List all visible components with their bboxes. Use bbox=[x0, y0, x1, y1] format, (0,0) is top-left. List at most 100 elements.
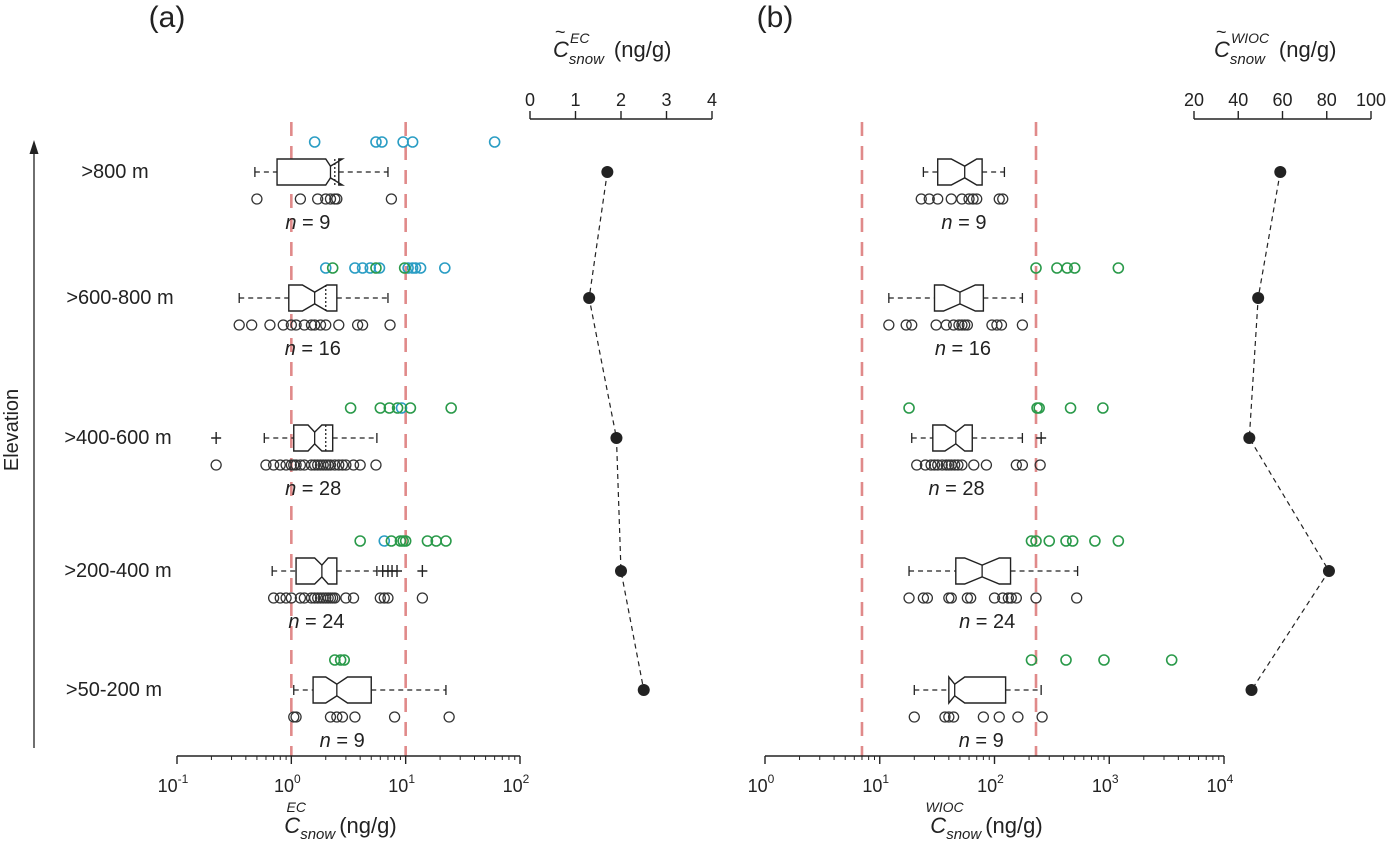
comparison-point-blue bbox=[378, 535, 391, 547]
sample-point bbox=[329, 459, 341, 471]
sample-point bbox=[267, 592, 280, 604]
comparison-point-green bbox=[391, 402, 404, 414]
sample-point bbox=[949, 459, 961, 471]
n-label-2: n = 28 bbox=[928, 478, 984, 500]
sample-point bbox=[370, 459, 382, 471]
sample-point bbox=[908, 711, 920, 723]
sample-point bbox=[968, 459, 980, 471]
sample-point bbox=[324, 711, 337, 723]
median-series-point-4 bbox=[637, 684, 650, 696]
sample-point bbox=[947, 319, 960, 331]
comparison-point-green bbox=[1066, 535, 1079, 547]
median-series-point-0 bbox=[1274, 166, 1287, 178]
sample-point bbox=[294, 459, 307, 471]
comparison-point-green bbox=[1033, 402, 1045, 414]
n-label-1: n = 16 bbox=[935, 338, 991, 360]
sample-point bbox=[977, 711, 990, 723]
elevation-axis-label: Elevation bbox=[1, 389, 23, 471]
sample-point bbox=[324, 459, 337, 471]
sample-point bbox=[305, 592, 318, 604]
category-label-1: >600-800 m bbox=[66, 287, 173, 309]
comparison-point-green bbox=[338, 654, 351, 666]
comparison-point-green bbox=[1025, 535, 1038, 547]
outlier-mark bbox=[392, 565, 403, 577]
sample-point bbox=[277, 319, 289, 331]
x-tick-label-2: 101 bbox=[388, 772, 415, 796]
sample-point bbox=[956, 459, 968, 471]
sample-point bbox=[384, 319, 396, 331]
comparison-point-green bbox=[1060, 535, 1072, 547]
comparison-point-green bbox=[903, 402, 915, 414]
comparison-point-green bbox=[326, 262, 339, 274]
sample-point bbox=[314, 319, 327, 331]
sample-point bbox=[294, 193, 307, 205]
box-group-1: >600-800 mn = 16 bbox=[66, 262, 451, 360]
comparison-point-blue bbox=[488, 136, 501, 148]
sample-point bbox=[1071, 592, 1083, 604]
comparison-point-blue bbox=[397, 136, 409, 148]
sample-point bbox=[961, 319, 974, 331]
n-label-2: n = 28 bbox=[285, 478, 341, 500]
panel-a-label: (a) bbox=[149, 1, 186, 34]
sample-point bbox=[1010, 459, 1022, 471]
sample-point bbox=[963, 193, 975, 205]
comparison-point-blue bbox=[356, 262, 369, 274]
sample-point bbox=[953, 319, 965, 331]
category-label-0: >800 m bbox=[81, 161, 148, 183]
sample-point bbox=[988, 592, 1001, 604]
comparison-point-blue bbox=[370, 136, 382, 148]
x-tick-label-3: 103 bbox=[1092, 772, 1119, 796]
comparison-point-blue bbox=[376, 136, 388, 148]
sample-point bbox=[1012, 711, 1024, 723]
comparison-point-blue bbox=[409, 262, 422, 274]
comparison-point-blue bbox=[439, 262, 451, 274]
sample-point bbox=[443, 711, 455, 723]
panel-b-label: (b) bbox=[757, 1, 794, 34]
sample-point bbox=[952, 459, 964, 471]
box-group-4: >50-200 m n = 9 bbox=[66, 654, 455, 752]
sample-point bbox=[993, 193, 1005, 205]
sample-point bbox=[329, 592, 341, 604]
sample-point bbox=[939, 711, 951, 723]
sample-point bbox=[210, 459, 222, 471]
box-group-0: >800 mn = 9 bbox=[81, 136, 501, 234]
median-series-point-3 bbox=[615, 565, 627, 577]
x-axis-label: Csnow(ng/g) bbox=[930, 813, 1042, 843]
comparison-point-green bbox=[445, 402, 457, 414]
comparison-point-green bbox=[440, 535, 452, 547]
category-label-4: >50-200 m bbox=[66, 679, 162, 701]
sample-point bbox=[385, 193, 398, 205]
sample-point bbox=[959, 319, 971, 331]
notched-box bbox=[955, 557, 1012, 585]
comparison-point-green bbox=[1030, 535, 1042, 547]
sample-point bbox=[930, 319, 942, 331]
comparison-point-green bbox=[370, 262, 382, 274]
notched-box bbox=[276, 158, 345, 186]
sample-point bbox=[936, 459, 948, 471]
notched-box bbox=[933, 284, 985, 312]
outlier-mark bbox=[1036, 432, 1047, 444]
sample-point bbox=[320, 319, 332, 331]
sample-point bbox=[382, 592, 394, 604]
comparison-point-green bbox=[383, 402, 396, 414]
n-label-4: n = 9 bbox=[320, 730, 365, 752]
comparison-point-green bbox=[1064, 402, 1077, 414]
top-tick-label-3: 3 bbox=[661, 90, 671, 110]
sample-point bbox=[911, 459, 923, 471]
x-tick-label-0: 10-1 bbox=[158, 772, 189, 796]
sample-point bbox=[305, 459, 318, 471]
sample-point bbox=[331, 193, 343, 205]
comparison-point-green bbox=[1112, 262, 1125, 274]
sample-point bbox=[274, 459, 286, 471]
sample-point bbox=[1034, 459, 1046, 471]
comparison-point-blue bbox=[349, 262, 361, 274]
comparison-point-green bbox=[1030, 262, 1042, 274]
sample-point bbox=[967, 193, 979, 205]
x-tick-label-0: 100 bbox=[748, 772, 775, 796]
comparison-point-blue bbox=[308, 136, 321, 148]
sample-point bbox=[993, 711, 1005, 723]
outlier-mark bbox=[417, 565, 428, 577]
n-label-3: n = 24 bbox=[959, 611, 1015, 633]
sample-point bbox=[233, 319, 245, 331]
